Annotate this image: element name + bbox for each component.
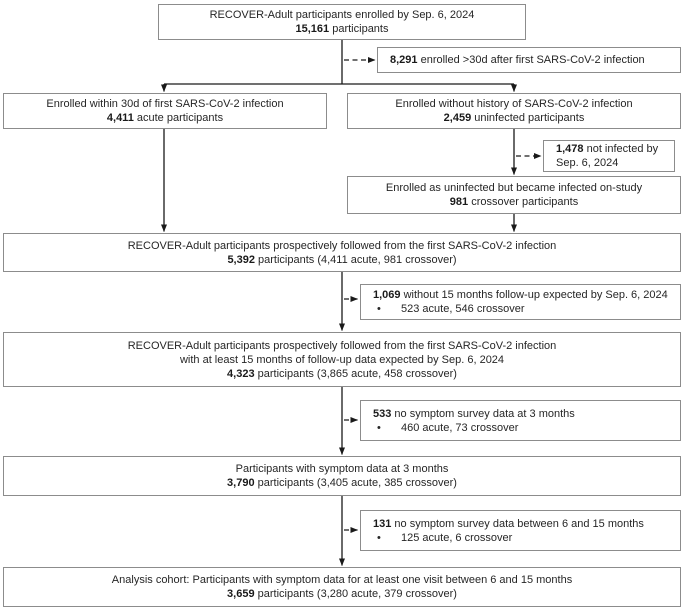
box-text-line: 8,291 enrolled >30d after first SARS-CoV…: [390, 54, 645, 66]
box-crossover-participants: Enrolled as uninfected but became infect…: [347, 176, 681, 214]
box-symptom-data-3mo: Participants with symptom data at 3 mont…: [3, 456, 681, 496]
box-text-line: Sep. 6, 2024: [556, 157, 619, 169]
box-text-bullet-line: •523 acute, 546 crossover: [373, 302, 672, 316]
box-prospectively-followed: RECOVER-Adult participants prospectively…: [3, 233, 681, 272]
box-excluded-no-3mo-symptom-data: 533 no symptom survey data at 3 months •…: [360, 400, 681, 441]
box-text-line: Enrolled within 30d of first SARS-CoV-2 …: [46, 98, 284, 110]
box-text-line: 131 no symptom survey data between 6 and…: [373, 517, 644, 530]
bullet-marker: •: [377, 303, 381, 315]
box-followed-15mo-expected: RECOVER-Adult participants prospectively…: [3, 332, 681, 387]
box-text-line: RECOVER-Adult participants prospectively…: [127, 339, 557, 352]
box-text-line: with at least 15 months of follow-up dat…: [179, 353, 505, 366]
box-excluded-not-infected: 1,478 not infected by Sep. 6, 2024: [543, 140, 675, 172]
box-text-line: 4,323 participants (3,865 acute, 458 cro…: [227, 367, 457, 380]
box-text-line: 981 crossover participants: [449, 196, 579, 208]
bullet-marker: •: [377, 421, 381, 434]
box-text-line: 3,659 participants (3,280 acute, 379 cro…: [227, 588, 457, 600]
box-text-line: 533 no symptom survey data at 3 months: [373, 407, 575, 420]
box-excluded-no-6-15mo-symptom-data: 131 no symptom survey data between 6 and…: [360, 510, 681, 551]
box-text-line: 15,161 participants: [295, 23, 389, 35]
box-text-line: RECOVER-Adult participants prospectively…: [127, 239, 557, 252]
box-text-line: RECOVER-Adult participants enrolled by S…: [209, 9, 475, 21]
box-text-line: 3,790 participants (3,405 acute, 385 cro…: [227, 477, 457, 489]
box-text-bullet-line: •460 acute, 73 crossover: [373, 421, 672, 435]
box-text-line: Participants with symptom data at 3 mont…: [235, 463, 449, 475]
box-uninfected-participants: Enrolled without history of SARS-CoV-2 i…: [347, 93, 681, 129]
box-text-line: 1,069 without 15 months follow-up expect…: [373, 289, 668, 301]
box-text-line: 1,478 not infected by: [556, 143, 659, 155]
box-text-line: 4,411 acute participants: [106, 112, 224, 124]
box-text-line: 5,392 participants (4,411 acute, 981 cro…: [227, 253, 457, 266]
box-excluded-no-15mo-followup: 1,069 without 15 months follow-up expect…: [360, 284, 681, 320]
box-excluded-late-enrollment: 8,291 enrolled >30d after first SARS-CoV…: [377, 47, 681, 73]
box-analysis-cohort: Analysis cohort: Participants with sympt…: [3, 567, 681, 607]
box-text-line: Analysis cohort: Participants with sympt…: [111, 574, 573, 586]
box-text-bullet-line: •125 acute, 6 crossover: [373, 531, 672, 545]
box-acute-participants: Enrolled within 30d of first SARS-CoV-2 …: [3, 93, 327, 129]
box-text-line: Enrolled without history of SARS-CoV-2 i…: [395, 98, 633, 110]
bullet-marker: •: [377, 531, 381, 544]
box-text-line: 2,459 uninfected participants: [443, 112, 585, 124]
box-text-line: Enrolled as uninfected but became infect…: [385, 182, 643, 194]
box-enrolled-total: RECOVER-Adult participants enrolled by S…: [158, 4, 526, 40]
